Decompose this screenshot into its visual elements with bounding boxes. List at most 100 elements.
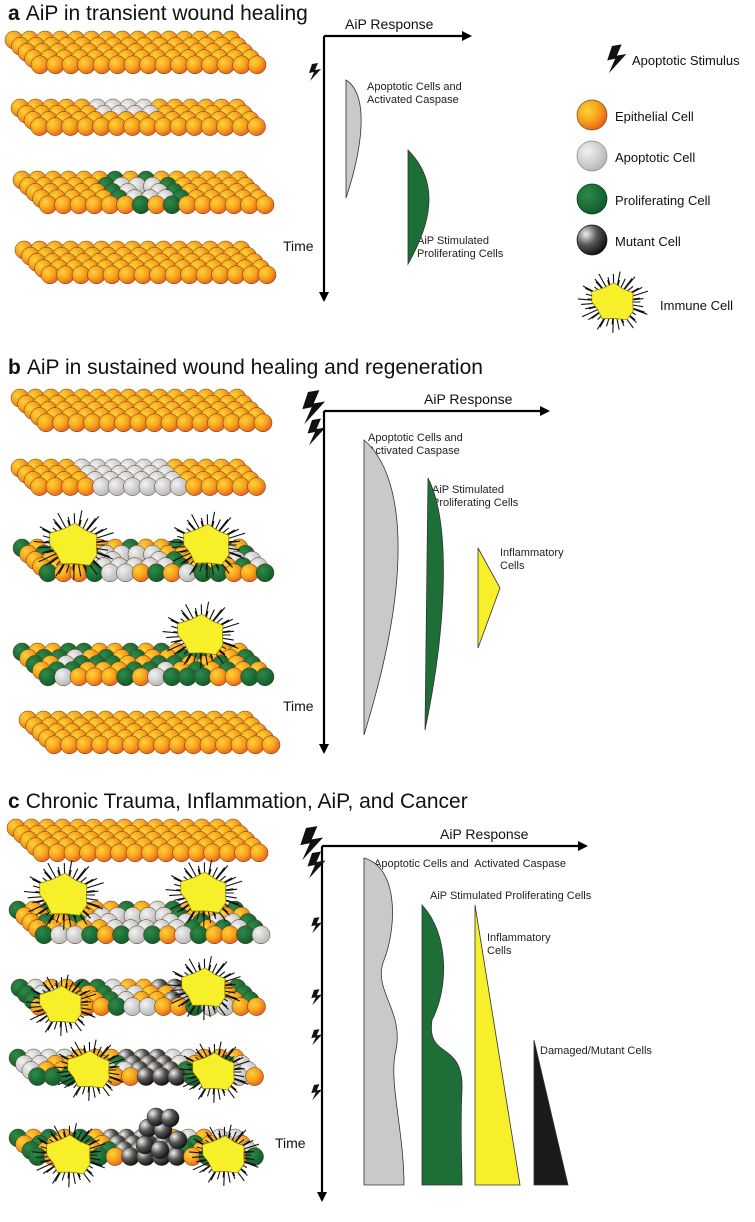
panel-b-curve-label-proliferating: AiP Stimulated Proliferating Cells	[432, 484, 518, 510]
immune-cell	[23, 860, 104, 931]
panel-a-layer-3	[12, 170, 275, 215]
panel-b-y-axis-label: Time	[283, 698, 314, 714]
legend-label-immune: Immune Cell	[660, 298, 733, 313]
immune-cell	[165, 859, 243, 927]
lightning-bolt-icon	[607, 44, 627, 74]
panel-a-x-axis-label: AiP Response	[345, 16, 434, 32]
label-text: Apoptotic Cells and Activated Caspase	[368, 432, 463, 457]
curve-apoptotic	[345, 79, 362, 199]
immune-cell	[188, 1124, 260, 1186]
panel-a-letter: a	[8, 2, 20, 25]
panel-c-title-text: Chronic Trauma, Inflammation, AiP, and C…	[25, 790, 468, 813]
immune-cell	[33, 510, 114, 581]
panel-c-layer-1	[6, 818, 269, 863]
apoptotic-cell-icon	[576, 140, 608, 172]
cell	[255, 667, 275, 687]
panel-b-layer-5	[18, 710, 281, 755]
cell	[249, 843, 269, 863]
lightning-bolt-icon	[302, 390, 326, 425]
immune-cell	[178, 1041, 250, 1103]
immune-body	[591, 282, 634, 321]
panel-b-layer-4	[12, 642, 275, 687]
legend-label-epithelial: Epithelial Cell	[615, 109, 694, 124]
immune-body	[49, 522, 98, 566]
cell	[255, 195, 275, 215]
axes	[300, 31, 588, 1202]
curve-inflammatory	[474, 904, 521, 1186]
curve-apoptotic	[363, 439, 399, 736]
panel-a-y-axis-label: Time	[283, 238, 314, 254]
panel-c-curve-label-mutant: Damaged/Mutant Cells	[540, 1045, 652, 1058]
immune-body	[39, 872, 88, 916]
legend-label-mutant: Mutant Cell	[615, 234, 681, 249]
immune-body	[181, 967, 226, 1007]
curve-proliferating	[424, 477, 444, 731]
cell	[255, 563, 275, 583]
curve-apoptotic	[363, 857, 405, 1186]
lightning-bolt-icon	[300, 826, 324, 861]
label-text: Apoptotic Cells and Activated Caspase	[367, 81, 462, 106]
panel-b-axes	[319, 406, 550, 754]
immune-cell	[25, 974, 97, 1036]
immune-body	[183, 523, 230, 565]
panel-b-layer-1	[10, 388, 273, 433]
lightning-bolt-icon	[307, 851, 326, 879]
panel-b-x-axis-label: AiP Response	[424, 391, 513, 407]
lightning-bolt-icon	[311, 917, 323, 934]
immune-body	[202, 1135, 245, 1174]
cell	[261, 735, 281, 755]
immune-cell-icon	[577, 271, 649, 333]
mutant-cell	[150, 1140, 170, 1160]
legend-label-proliferating: Proliferating Cell	[615, 193, 711, 208]
immune-cell	[53, 1039, 125, 1101]
label-text: Inflammatory Cells	[500, 547, 564, 572]
immune-body	[67, 1050, 110, 1089]
immune-body	[180, 871, 227, 913]
curve-mutant	[533, 1039, 569, 1186]
panel-a-axes	[319, 31, 472, 302]
immune-cell	[32, 1123, 106, 1188]
panel-c-curve-label-inflammatory: Inflammatory Cells	[487, 932, 551, 958]
label-text: Damaged/Mutant Cells	[540, 1045, 652, 1057]
panel-a-title-text: AiP in transient wound healing	[25, 2, 308, 25]
immune-cell	[167, 956, 241, 1021]
immune-cell	[162, 601, 240, 669]
mutant-cell-icon	[576, 224, 608, 256]
curve-proliferating	[407, 149, 430, 266]
cell	[247, 117, 266, 136]
legend	[576, 44, 649, 333]
response-curves	[345, 79, 569, 1186]
panel-a-layer-2	[10, 98, 266, 136]
immune-cells	[23, 510, 260, 1188]
lightning-bolt-icon	[309, 63, 321, 81]
mutant-cell	[160, 1108, 180, 1128]
panel-c-axes	[317, 841, 588, 1202]
lightning-bolt-icon	[307, 418, 326, 446]
mutant-cluster	[135, 1107, 188, 1160]
label-text: AiP Stimulated Proliferating Cells	[417, 235, 504, 260]
lightning-bolt-icon	[311, 1029, 323, 1046]
cell	[245, 1067, 264, 1086]
cell	[253, 413, 273, 433]
immune-cell	[168, 511, 246, 579]
immune-body	[46, 1134, 91, 1174]
cell	[247, 997, 266, 1016]
curve-proliferating	[421, 903, 463, 1186]
legend-label-apoptotic-stimulus: Apoptotic Stimulus	[632, 53, 740, 68]
label-text: AiP Stimulated Proliferating Cells	[432, 484, 519, 509]
immune-body	[177, 613, 224, 655]
panel-b-title-text: AiP in sustained wound healing and regen…	[26, 356, 483, 379]
panel-a-curve-label-proliferating: AiP Stimulated Proliferating Cells	[417, 235, 503, 261]
panel-c-letter: c	[8, 790, 20, 813]
immune-body	[39, 985, 82, 1024]
lightning-bolt-icon	[311, 1084, 323, 1101]
cell	[251, 925, 271, 945]
label-text: Apoptotic Cells and Activated Caspase	[374, 858, 567, 870]
panel-c-curve-label-proliferating: AiP Stimulated Proliferating Cells	[430, 890, 591, 903]
panel-c-x-axis-label: AiP Response	[440, 826, 529, 842]
panel-a-curve-label-apoptotic: Apoptotic Cells and Activated Caspase	[367, 81, 462, 107]
panel-c-y-axis-label: Time	[275, 1135, 306, 1151]
cell	[247, 477, 266, 496]
